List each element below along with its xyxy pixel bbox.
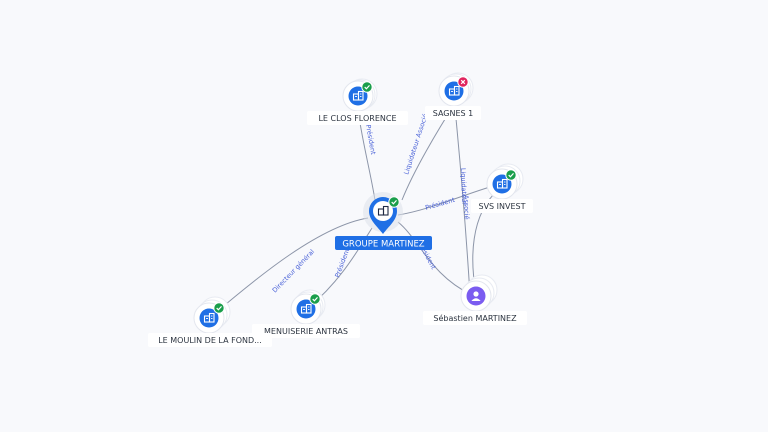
node-label-svs-invest: SVS INVEST bbox=[478, 202, 525, 211]
node-label-le-clos-florence: LE CLOS FLORENCE bbox=[318, 114, 396, 123]
edge-label-svs-invest: Président bbox=[424, 196, 456, 212]
active-status-icon bbox=[388, 196, 400, 208]
building-icon bbox=[377, 205, 389, 216]
center-label-box bbox=[335, 236, 432, 250]
active-status-icon bbox=[213, 302, 225, 314]
node-label-le-moulin: LE MOULIN DE LA FOND... bbox=[158, 336, 262, 345]
edge-label-menuiserie: Président bbox=[333, 247, 351, 279]
edge-moulin[interactable] bbox=[212, 217, 369, 316]
node-svs-invest[interactable]: SVS INVEST bbox=[471, 163, 533, 213]
inactive-status-icon bbox=[457, 76, 469, 88]
edge-label-clos-florence: Président bbox=[364, 124, 377, 156]
node-sebastien-martinez[interactable]: Sébastien MARTINEZ bbox=[423, 274, 527, 325]
active-status-icon bbox=[309, 293, 321, 305]
edge-label-sebastien-svs: Associé bbox=[462, 195, 471, 220]
edges bbox=[212, 107, 501, 316]
edge-sebastien-sagnes[interactable] bbox=[454, 107, 471, 296]
node-menuiserie-antras[interactable]: MENUISERIE ANTRAS bbox=[252, 289, 360, 338]
edge-label-sebastien-sagnes: Liquidateur bbox=[459, 168, 468, 206]
active-status-icon bbox=[505, 169, 517, 181]
node-label-sebastien-martinez: Sébastien MARTINEZ bbox=[433, 313, 517, 323]
node-le-moulin[interactable]: LE MOULIN DE LA FOND... bbox=[148, 296, 272, 347]
center-node[interactable]: GROUPE MARTINEZ bbox=[335, 192, 432, 250]
edge-label-moulin: Directeur général bbox=[271, 248, 317, 295]
node-le-clos-florence[interactable]: LE CLOS FLORENCE bbox=[307, 78, 408, 125]
node-sagnes-1[interactable]: SAGNES 1 bbox=[425, 72, 481, 120]
node-label-menuiserie-antras: MENUISERIE ANTRAS bbox=[264, 327, 348, 336]
active-status-icon bbox=[361, 81, 373, 93]
node-label-sagnes-1: SAGNES 1 bbox=[433, 109, 474, 118]
edge-sebastien[interactable] bbox=[397, 221, 473, 296]
center-label: GROUPE MARTINEZ bbox=[342, 240, 424, 250]
